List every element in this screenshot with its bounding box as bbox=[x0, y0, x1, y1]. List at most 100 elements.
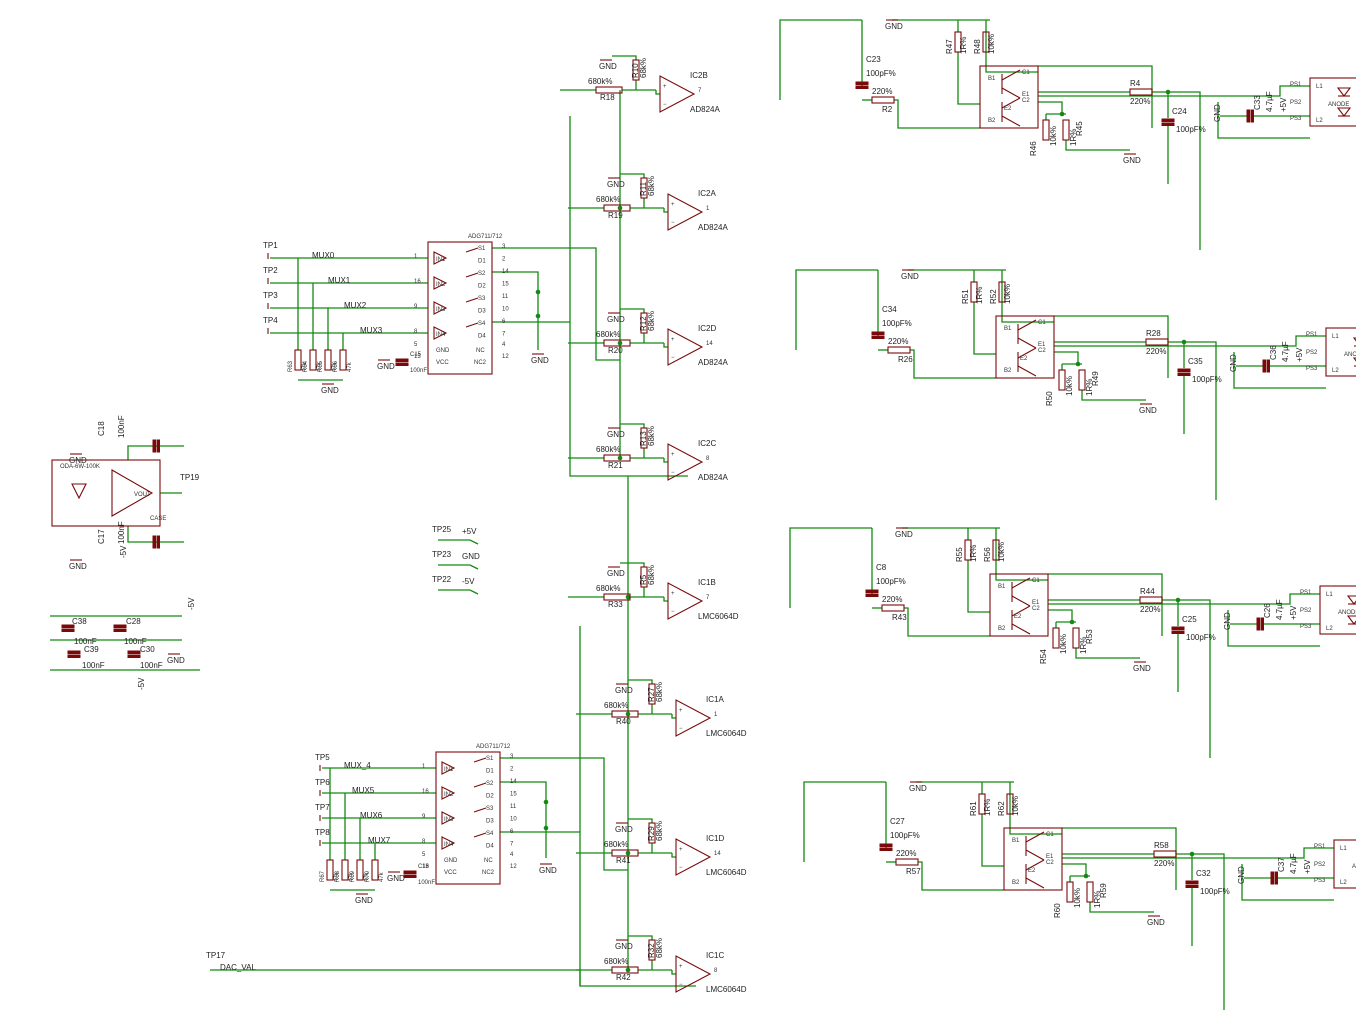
res-name: R4 bbox=[1130, 79, 1141, 88]
mux-sw-label: D4 bbox=[478, 334, 486, 340]
res-name: R43 bbox=[892, 613, 907, 622]
res-name: R67 bbox=[320, 870, 326, 882]
opamp-part: LMC6064D bbox=[706, 985, 747, 994]
wire bbox=[918, 861, 1004, 891]
opamp-plus: + bbox=[679, 708, 683, 714]
capacitor bbox=[127, 654, 141, 658]
resistor bbox=[603, 454, 631, 462]
res-value: 680k% bbox=[596, 445, 620, 454]
wire bbox=[620, 173, 645, 178]
res-name: R40 bbox=[616, 717, 631, 726]
mux-nc-pin: 5 bbox=[422, 852, 426, 858]
terminal-label: ANODE bbox=[1328, 102, 1349, 108]
terminal-pin: PS3 bbox=[1314, 878, 1326, 884]
res-name: R66 bbox=[333, 360, 339, 372]
res-value: 1R% bbox=[1085, 379, 1094, 396]
terminal-pin: PS1 bbox=[1300, 590, 1312, 596]
resistor bbox=[632, 59, 640, 81]
wire bbox=[779, 19, 862, 100]
led-icon bbox=[1336, 107, 1352, 117]
led-icon bbox=[1336, 87, 1352, 97]
res-value: 68k% bbox=[647, 565, 656, 585]
cap-name: C25 bbox=[1182, 615, 1197, 624]
wire bbox=[620, 423, 645, 428]
res-value: 47k bbox=[317, 361, 323, 372]
net-label: MUX1 bbox=[328, 276, 351, 285]
terminal-pin: PS1 bbox=[1306, 332, 1318, 338]
res-name: R55 bbox=[955, 547, 964, 562]
wire bbox=[1038, 65, 1153, 128]
wire bbox=[663, 343, 668, 348]
ground-label: GND bbox=[69, 562, 87, 571]
res-value: 220% bbox=[1130, 97, 1150, 106]
opamp-minus: − bbox=[663, 102, 667, 108]
transistor-package bbox=[1003, 827, 1063, 891]
net-label: MUX6 bbox=[360, 811, 383, 820]
sensor-pin: VOUT bbox=[134, 492, 151, 498]
ground-label: GND bbox=[615, 942, 633, 951]
res-name: R62 bbox=[997, 801, 1006, 816]
transistor-leg bbox=[1025, 859, 1045, 871]
wire bbox=[1048, 609, 1073, 622]
res-name: R32 bbox=[647, 943, 656, 958]
res-value: 47k bbox=[364, 871, 370, 882]
wire bbox=[1062, 847, 1334, 859]
res-name: R46 bbox=[1029, 141, 1038, 156]
ground-label: GND bbox=[539, 866, 557, 875]
capacitor bbox=[61, 628, 75, 632]
res-name: R48 bbox=[973, 39, 982, 54]
mux-switch bbox=[465, 272, 479, 278]
res-value: 1R% bbox=[959, 37, 968, 54]
capacitor bbox=[871, 335, 885, 339]
res-value: 68k% bbox=[655, 821, 664, 841]
wire bbox=[438, 564, 479, 570]
transistor-leg bbox=[1001, 87, 1021, 99]
capacitor bbox=[1256, 617, 1260, 631]
res-value: 10k% bbox=[997, 542, 1006, 562]
cap-value: 100nF bbox=[82, 661, 105, 670]
res-name: R20 bbox=[608, 346, 623, 355]
res-value: 1R% bbox=[1079, 637, 1088, 654]
ground-label: GND bbox=[1237, 866, 1246, 884]
terminal-label: L1 bbox=[1326, 592, 1333, 598]
res-name: R45 bbox=[1075, 121, 1084, 136]
wire bbox=[789, 527, 872, 608]
cap-value: 100pF% bbox=[1186, 633, 1216, 642]
opamp-out-pin: 8 bbox=[706, 456, 710, 462]
res-value: 10k% bbox=[1011, 796, 1020, 816]
res-value: 10k% bbox=[987, 34, 996, 54]
terminal-label: L2 bbox=[1326, 626, 1333, 632]
capacitor bbox=[67, 654, 81, 658]
junction-dot bbox=[535, 313, 541, 319]
opamp-name: IC2A bbox=[698, 189, 716, 198]
res-name: R52 bbox=[989, 289, 998, 304]
wire bbox=[1065, 140, 1130, 151]
cap-name: C35 bbox=[1188, 357, 1203, 366]
net-label: DAC_VAL bbox=[220, 963, 256, 972]
capacitor bbox=[152, 535, 156, 549]
res-value: 1R% bbox=[1093, 891, 1102, 908]
transistor-pin: C2 bbox=[1038, 348, 1046, 354]
sensor-part: ODA-6W-100K bbox=[60, 464, 100, 470]
res-name: R57 bbox=[906, 867, 921, 876]
opamp-out-pin: 7 bbox=[698, 88, 702, 94]
mux-sw-label: S4 bbox=[478, 321, 486, 327]
res-name: R44 bbox=[1140, 587, 1155, 596]
resistor bbox=[1086, 881, 1094, 903]
mux-sw-pin: 11 bbox=[502, 294, 509, 300]
cap-value: 100pF% bbox=[1200, 887, 1230, 896]
test-point-label: TP1 bbox=[263, 241, 278, 250]
opamp-name: IC2D bbox=[698, 324, 716, 333]
terminal-label: L2 bbox=[1332, 368, 1339, 374]
wire bbox=[671, 853, 676, 858]
terminal-label: L1 bbox=[1316, 84, 1323, 90]
transistor-pin: E2 bbox=[1004, 106, 1012, 112]
wire bbox=[995, 528, 1048, 581]
mux-sw-pin: 3 bbox=[502, 244, 506, 250]
resistor bbox=[309, 349, 317, 371]
cap-name: C24 bbox=[1172, 107, 1187, 116]
ground-label: GND bbox=[377, 362, 395, 371]
res-value: 47k bbox=[347, 361, 353, 372]
cap-value: 100nF bbox=[117, 415, 126, 438]
wire bbox=[1233, 352, 1326, 389]
